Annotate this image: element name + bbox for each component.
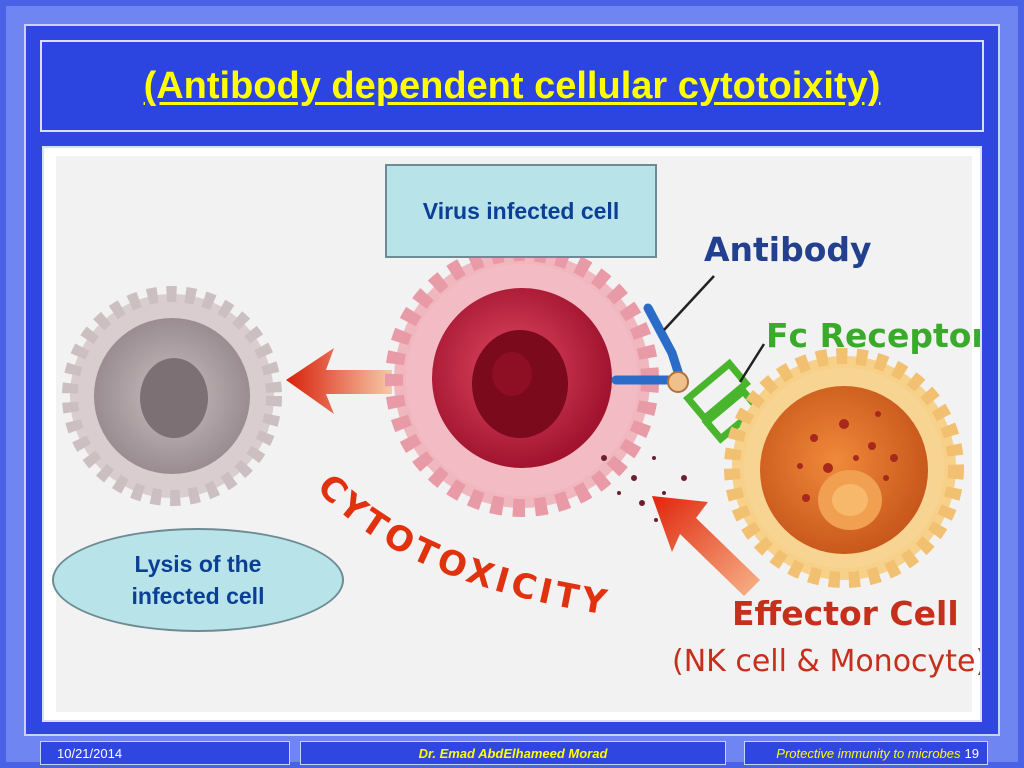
antibody	[611, 275, 715, 393]
lysis-label-line2: infected cell	[131, 583, 265, 609]
lysis-arrow	[286, 348, 392, 414]
page-number: 19	[964, 745, 979, 761]
adcc-diagram: CYTOTOXICITY	[62, 243, 964, 624]
title-box: (Antibody dependent cellular cytotoixity…	[40, 40, 984, 132]
footer-author-text: Dr. Emad AbdElhameed Morad	[418, 745, 608, 761]
antibody-label: Antibody	[704, 230, 872, 269]
footer-topic: Protective immunity to microbes 19	[744, 741, 988, 765]
cytotoxicity-arrow	[652, 496, 760, 596]
effector-cell-subtitle: (NK cell & Monocyte)	[672, 644, 982, 679]
lysis-label-line1: Lysis of the	[134, 551, 262, 577]
effector-cell-label: Effector Cell	[732, 594, 959, 633]
fc-receptor-label: Fc Receptor	[766, 316, 982, 355]
footer-date-text: 10/21/2014	[57, 745, 123, 761]
virus-label-text: Virus infected cell	[422, 197, 620, 224]
effector-cell	[724, 348, 964, 588]
diagram-panel: CYTOTOXICITY Virus infected cell Lysis o…	[42, 146, 982, 722]
footer-date: 10/21/2014	[40, 741, 290, 765]
footer-author: Dr. Emad AbdElhameed Morad	[300, 741, 726, 765]
debris	[601, 455, 687, 522]
lysis-label: Lysis of the infected cell	[52, 528, 344, 632]
lysed-cell	[62, 286, 282, 506]
footer-topic-text: Protective immunity to microbes	[776, 745, 961, 761]
virus-infected-cell-label: Virus infected cell	[385, 164, 657, 258]
slide-title: (Antibody dependent cellular cytotoixity…	[143, 64, 881, 107]
